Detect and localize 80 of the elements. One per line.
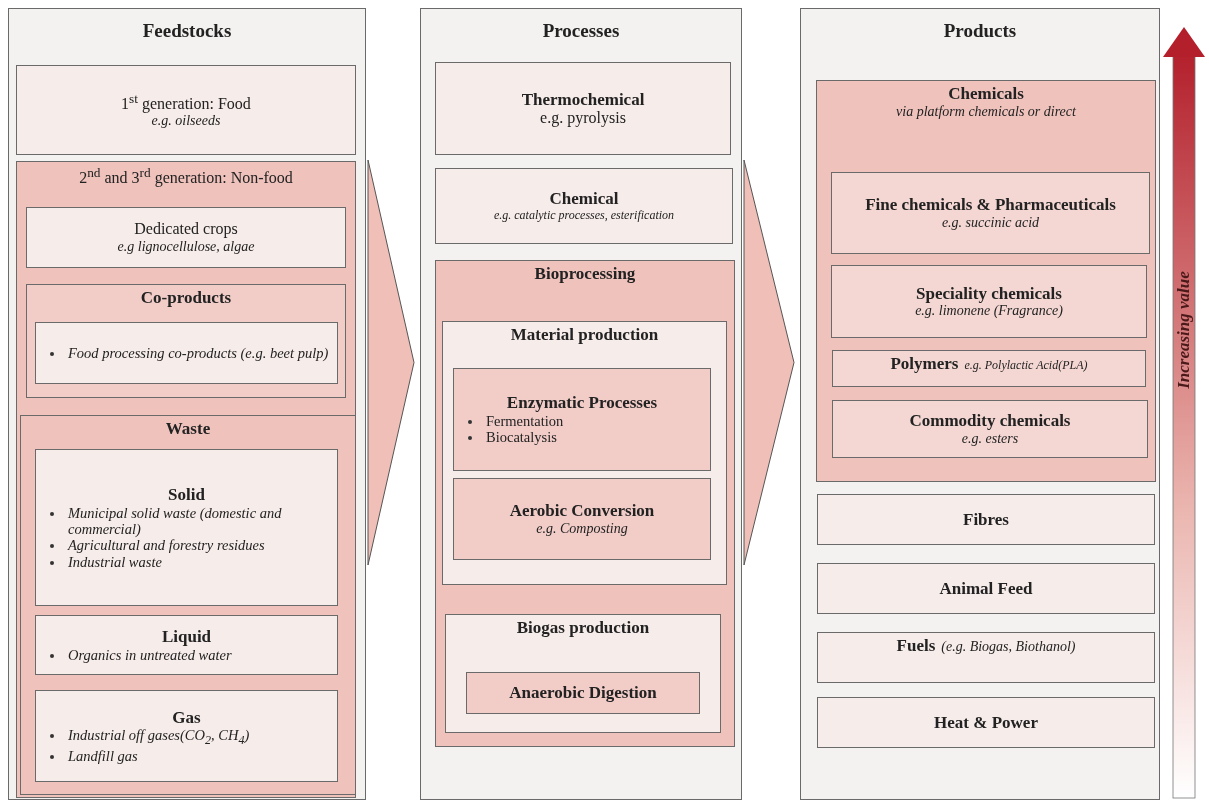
category-box (26, 207, 346, 268)
column-panel (8, 8, 366, 800)
bullet-item: Agricultural and forestry residues (42, 537, 331, 554)
category-box (817, 494, 1155, 545)
box-heading: Feedstocks (142, 20, 232, 42)
box-heading: Dedicated crops (134, 220, 238, 239)
box-heading: Products (943, 20, 1017, 42)
box-heading: Fine chemicals & Pharmaceuticals (865, 195, 1116, 215)
box-heading: Fibres (963, 509, 1009, 530)
category-box (35, 615, 338, 675)
bullet-item: Landfill gas (42, 747, 331, 765)
box-heading: Animal Feed (939, 578, 1033, 599)
box-heading: 1$^{st}$ generation: Food (121, 90, 251, 114)
category-box (26, 284, 346, 398)
category-box (453, 478, 711, 560)
axis-label: Increasing value (1174, 271, 1194, 389)
example-text: (e.g. Biogas, Biothanol) (941, 639, 1076, 656)
example-text: via platform chemicals or direct (896, 103, 1076, 120)
box-heading: Co-products (140, 288, 232, 308)
box-heading: Bioprocessing (534, 264, 636, 284)
category-box (831, 265, 1147, 338)
chevron-arrow (743, 159, 795, 566)
category-box (816, 80, 1156, 482)
box-heading: Speciality chemicals (916, 283, 1062, 304)
category-box (20, 415, 356, 795)
bullet-item: Organics in untreated water (42, 646, 331, 663)
box-heading: Gas (172, 707, 201, 728)
category-box (16, 65, 356, 155)
example-text: e.g. Polylactic Acid(PLA) (964, 359, 1088, 373)
box-heading: Material production (510, 325, 659, 345)
example-text: e.g. Composting (536, 520, 628, 537)
category-box (817, 632, 1155, 683)
example-text: e.g. limonene (Fragrance) (915, 303, 1063, 320)
column-panel (420, 8, 742, 800)
category-box (831, 172, 1150, 254)
bullet-item: Municipal solid waste (domestic and commercial) (42, 504, 331, 538)
box-heading: Chemicals (948, 84, 1024, 104)
bullet-item: Fermentation (460, 413, 704, 430)
category-box (35, 322, 338, 384)
category-box (817, 697, 1155, 748)
example-text: e.g. succinic acid (941, 214, 1040, 231)
box-heading: Polymers (890, 354, 959, 374)
example-text: e.g. pyrolysis (540, 109, 626, 128)
example-text: e.g lignocellulose, algae (117, 238, 255, 255)
box-heading: 2$^{nd}$ and 3$^{rd}$ generation: Non-food (79, 165, 293, 188)
category-box (16, 161, 356, 798)
category-box (832, 400, 1148, 458)
category-box (442, 321, 727, 585)
box-heading: Anaerobic Digestion (509, 683, 657, 703)
category-box (453, 368, 711, 471)
bullet-item: Industrial waste (42, 553, 331, 570)
category-box (466, 672, 700, 714)
category-box (435, 168, 733, 244)
chevron-arrow (367, 159, 415, 566)
box-heading: Processes (542, 20, 620, 42)
category-box (435, 260, 735, 747)
example-text: e.g. esters (961, 430, 1019, 447)
column-panel (800, 8, 1160, 800)
bullet-item: Industrial off gases(CO$_{2}$, CH$_{4}$) (42, 727, 331, 748)
box-heading: Solid (168, 485, 205, 505)
category-box (832, 350, 1146, 387)
box-heading: Commodity chemicals (909, 411, 1071, 431)
category-box (35, 449, 338, 606)
bullet-item: Food processing co-products (e.g. beet pulp) (42, 344, 331, 362)
category-box (817, 563, 1155, 614)
example-text: e.g. catalytic processes, esterification (493, 208, 675, 223)
example-text: e.g. oilseeds (151, 113, 221, 130)
category-box (445, 614, 721, 733)
category-box (35, 690, 338, 782)
box-heading: Aerobic Conversion (509, 501, 655, 521)
box-heading: Heat & Power (934, 712, 1038, 733)
box-heading: Biogas production (516, 618, 650, 638)
box-heading: Chemical (549, 189, 619, 209)
box-heading: Thermochemical (521, 89, 645, 110)
box-heading: Fuels (896, 636, 936, 656)
box-heading: Enzymatic Processes (506, 393, 658, 414)
box-heading: Waste (165, 419, 211, 439)
category-box (435, 62, 731, 155)
box-heading: Liquid (161, 627, 212, 647)
bullet-item: Biocatalysis (460, 429, 704, 446)
